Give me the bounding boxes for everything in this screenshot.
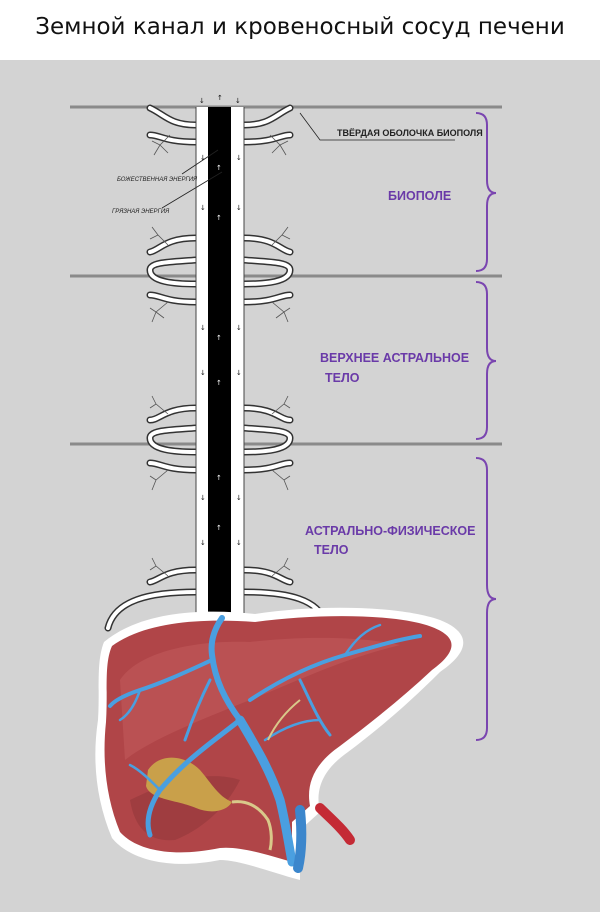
svg-text:↓: ↓ — [236, 154, 242, 162]
svg-text:↑: ↑ — [216, 334, 222, 342]
channel-core — [208, 107, 231, 617]
hepatic-veins — [108, 615, 422, 867]
svg-text:↓: ↓ — [236, 494, 242, 502]
svg-text:↑: ↑ — [216, 524, 222, 532]
svg-text:↓: ↓ — [236, 324, 242, 332]
zone-label-biofield: БИОПОЛЕ — [388, 189, 451, 203]
vertical-channel — [195, 107, 245, 617]
channel-white-right — [231, 107, 244, 617]
svg-text:↓: ↓ — [199, 97, 205, 105]
svg-text:↓: ↓ — [236, 369, 242, 377]
portal-vein-lower — [293, 805, 307, 873]
svg-text:↓: ↓ — [200, 494, 206, 502]
brace-biofield — [475, 112, 497, 272]
svg-text:↓: ↓ — [200, 154, 206, 162]
membrane-label: ТВЁРДАЯ ОБОЛОЧКА БИОПОЛЯ — [337, 128, 483, 138]
fine-branches — [149, 134, 291, 577]
dirty-energy-label: ГРЯЗНАЯ ЭНЕРГИЯ — [112, 209, 170, 215]
artery — [315, 803, 355, 845]
svg-text:↑: ↑ — [216, 164, 222, 172]
zone-label-upper-astral-line2: ТЕЛО — [325, 371, 360, 385]
channel-white-left — [196, 107, 208, 617]
svg-text:↓: ↓ — [236, 204, 242, 212]
svg-text:↓: ↓ — [200, 369, 206, 377]
bile-duct — [231, 800, 273, 851]
flow-arrows: ↓ ↑ ↓ ↓ ↓ ↓ ↓ ↑ ↑ ↓ ↓ ↓ ↓ ↑ ↑ ↓ ↓ ↓ ↓ ↑ ↑ — [199, 94, 242, 547]
zone-label-astral-physical-line1: АСТРАЛЬНО-ФИЗИЧЕСКОЕ — [305, 524, 475, 538]
liver-illustration — [95, 607, 464, 880]
brace-astral-physical — [475, 457, 497, 741]
svg-text:↑: ↑ — [216, 379, 222, 387]
svg-text:↓: ↓ — [200, 539, 206, 547]
svg-text:↑: ↑ — [217, 94, 223, 102]
page-title: Земной канал и кровеносный сосуд печени — [35, 14, 565, 40]
zone-label-upper-astral-line1: ВЕРХНЕЕ АСТРАЛЬНОЕ — [320, 351, 469, 365]
svg-text:↓: ↓ — [236, 539, 242, 547]
brace-upper-astral — [475, 281, 497, 440]
svg-text:↓: ↓ — [235, 97, 241, 105]
zone-label-astral-physical-line2: ТЕЛО — [314, 543, 349, 557]
divine-energy-label: БОЖЕСТВЕННАЯ ЭНЕРГИЯ — [117, 177, 198, 183]
zone-braces — [475, 112, 497, 741]
gallbladder — [146, 757, 232, 812]
svg-text:↓: ↓ — [200, 324, 206, 332]
svg-text:↑: ↑ — [216, 474, 222, 482]
svg-text:↑: ↑ — [216, 214, 222, 222]
svg-text:↓: ↓ — [200, 204, 206, 212]
